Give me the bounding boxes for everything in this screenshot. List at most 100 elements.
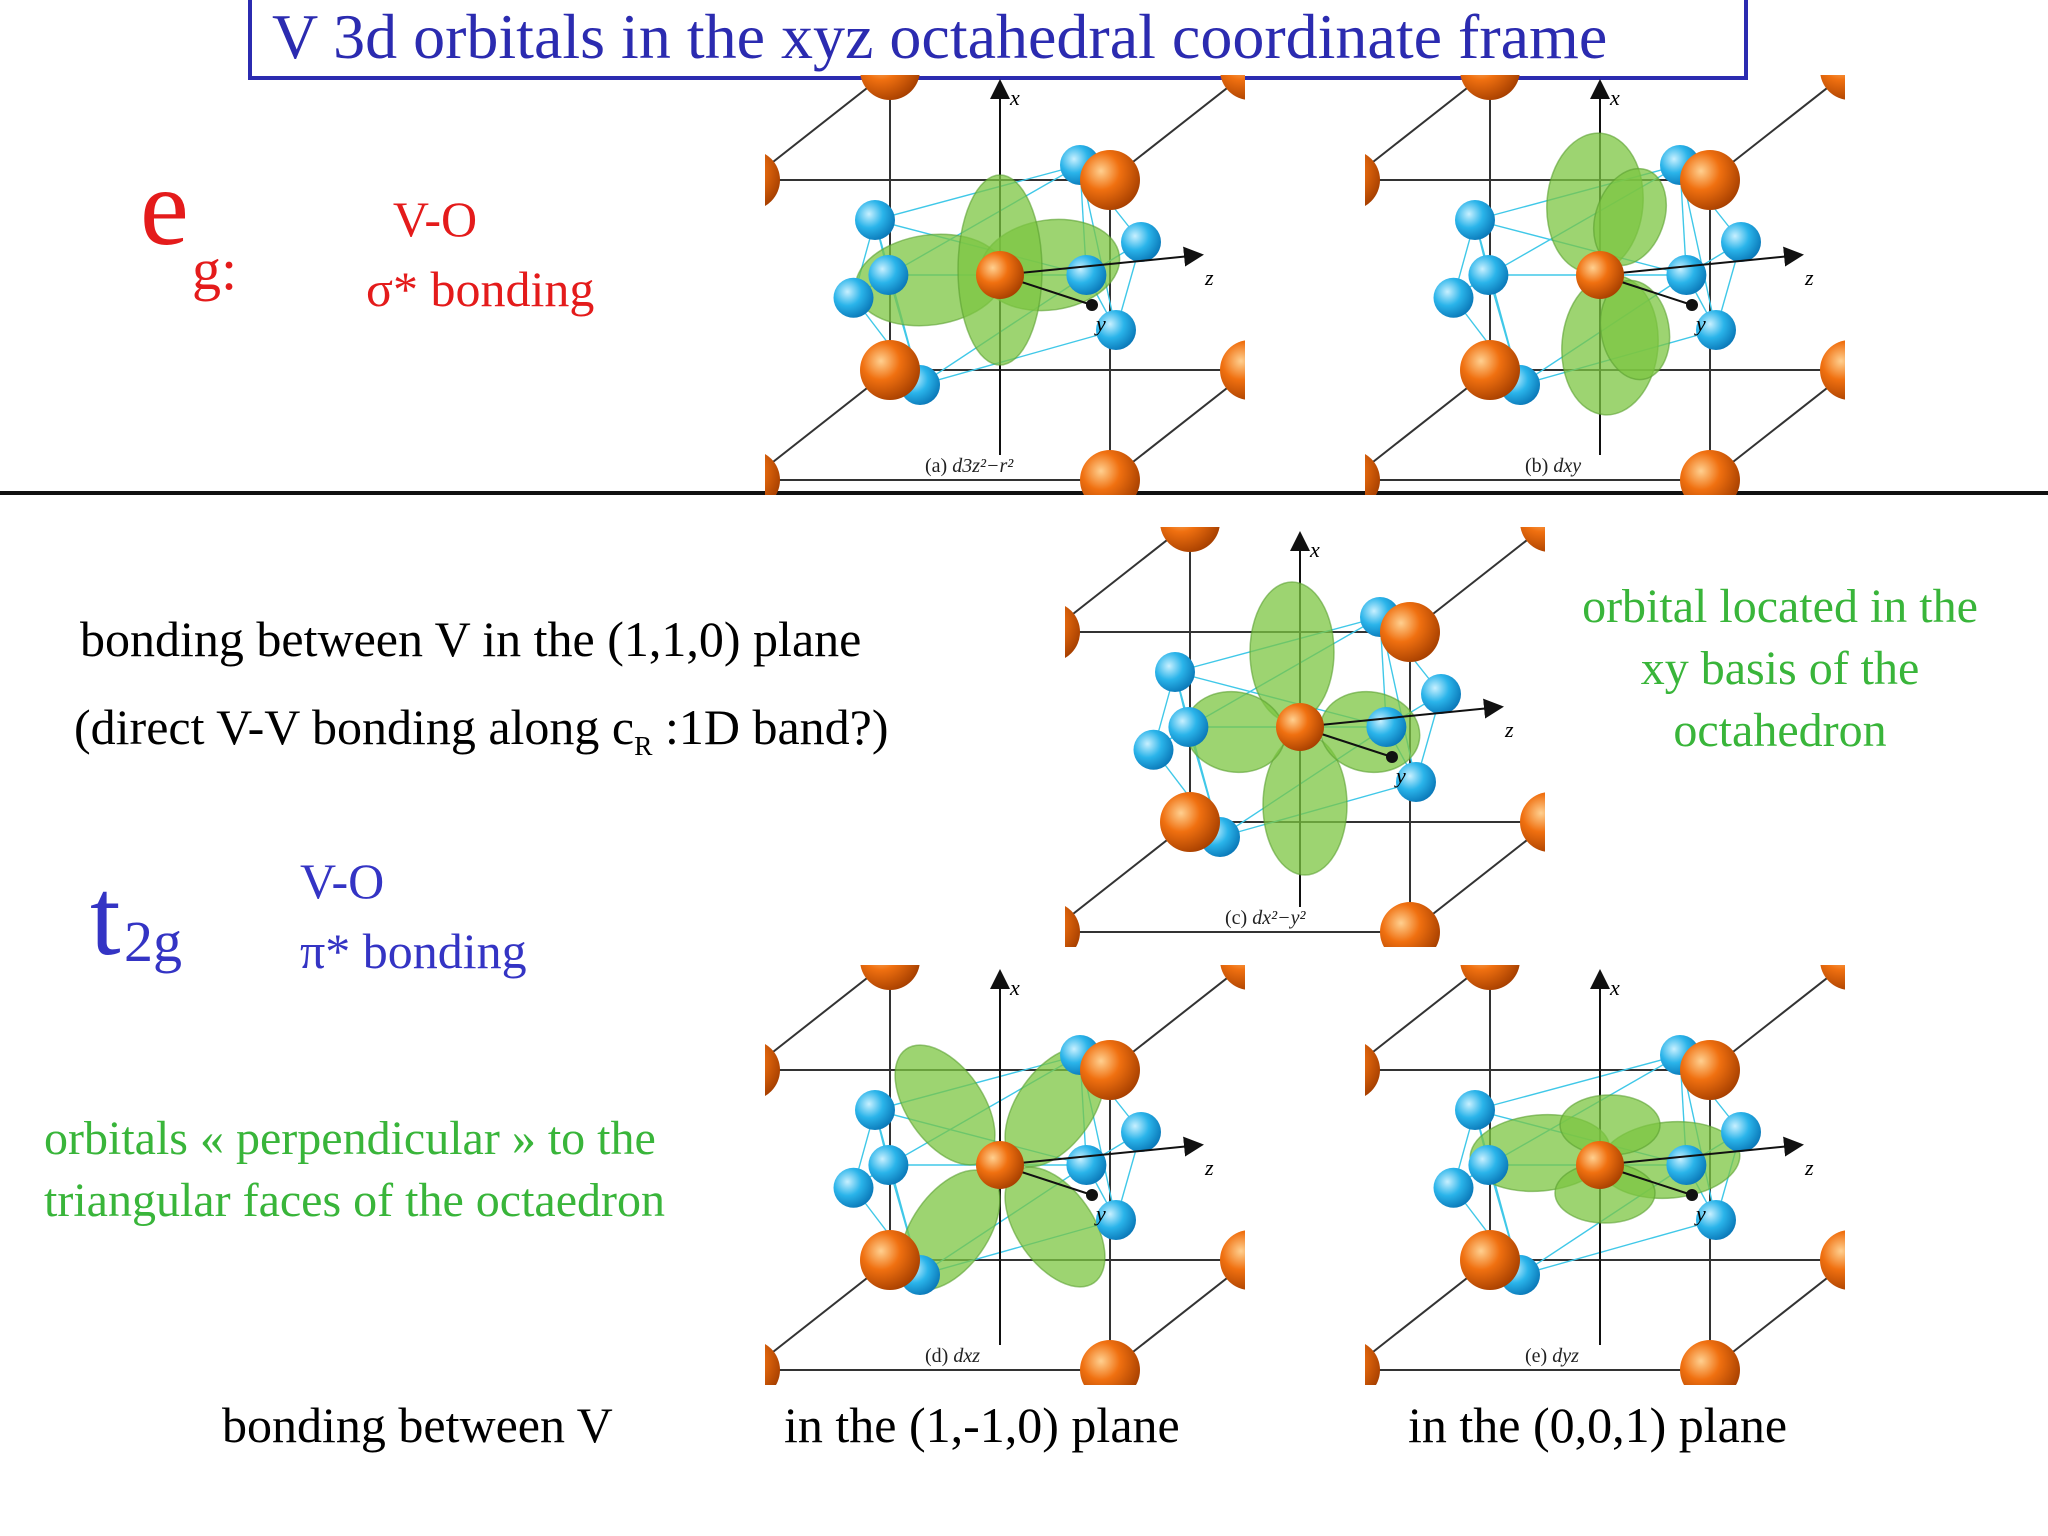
oxygen-atom bbox=[1421, 674, 1461, 714]
oxygen-atom bbox=[1066, 255, 1107, 295]
vanadium-atom bbox=[1680, 150, 1740, 210]
green-note-xy-line1: orbital located in the bbox=[1582, 580, 1978, 633]
caption-label: (e) bbox=[1525, 1345, 1553, 1367]
oxygen-atom bbox=[1721, 1112, 1761, 1152]
oxygen-atom bbox=[1455, 200, 1495, 240]
vanadium-atom bbox=[1680, 450, 1740, 495]
central-vanadium-atom bbox=[976, 1141, 1024, 1189]
oxygen-atom bbox=[1468, 1145, 1509, 1185]
y-axis-end bbox=[1686, 1189, 1698, 1201]
t2g-bond-line2: π* bonding bbox=[300, 923, 527, 979]
green-note-perpendicular: orbitals « perpendicular » to the triang… bbox=[44, 1108, 665, 1232]
z-axis bbox=[1599, 246, 1804, 276]
x-axis-label: x bbox=[1309, 537, 1320, 562]
orbital-diagram: x z y bbox=[765, 75, 1245, 495]
t2g-subscript: 2g bbox=[124, 909, 182, 974]
vanadium-atom bbox=[1460, 965, 1520, 990]
oxygen-atom bbox=[1666, 1145, 1707, 1185]
vanadium-atom bbox=[1680, 1340, 1740, 1385]
vanadium-atom bbox=[1820, 1230, 1845, 1290]
oxygen-atom bbox=[1096, 1200, 1136, 1240]
oxygen-atom bbox=[833, 1167, 874, 1208]
vanadium-atom bbox=[1080, 150, 1140, 210]
y-axis-label: y bbox=[1394, 763, 1406, 788]
t2g-symbol: t bbox=[90, 856, 121, 978]
z-axis-label: z bbox=[1504, 717, 1514, 742]
y-axis-label: y bbox=[1094, 1201, 1106, 1226]
vanadium-atom bbox=[1365, 154, 1380, 206]
bonding-110-line2-pre: (direct V-V bonding along c bbox=[74, 699, 635, 755]
octahedron-edge bbox=[1519, 1219, 1717, 1276]
panel-caption: (b) dxy bbox=[1525, 455, 1581, 478]
z-axis-label: z bbox=[1804, 265, 1814, 290]
oxygen-atom bbox=[1155, 652, 1195, 692]
vanadium-atom bbox=[1160, 527, 1220, 552]
z-axis-label: z bbox=[1204, 265, 1214, 290]
orbital-diagram: xzy bbox=[765, 965, 1245, 1385]
oxygen-atom bbox=[1433, 1167, 1474, 1208]
vanadium-atom bbox=[1520, 792, 1545, 852]
y-axis-label: y bbox=[1094, 311, 1106, 336]
vanadium-atom bbox=[860, 965, 920, 990]
vanadium-atom bbox=[765, 1344, 780, 1385]
vanadium-atom bbox=[765, 154, 780, 206]
z-axis bbox=[1599, 1136, 1804, 1166]
section-divider bbox=[0, 491, 2048, 495]
vanadium-atom bbox=[1065, 606, 1080, 658]
bottom-plane-1-10: in the (1,-1,0) plane bbox=[784, 1397, 1180, 1453]
vanadium-atom bbox=[1520, 527, 1545, 552]
oxygen-atom bbox=[855, 200, 895, 240]
lobe bbox=[1599, 279, 1671, 381]
x-axis-label: x bbox=[1609, 85, 1620, 110]
vanadium-atom bbox=[1080, 450, 1140, 495]
central-vanadium-atom bbox=[976, 251, 1024, 299]
green-note-perp-line2: triangular faces of the octaedron bbox=[44, 1174, 666, 1227]
page-title: V 3d orbitals in the xyz octahedral coor… bbox=[248, 0, 1748, 80]
vanadium-atom bbox=[1820, 965, 1845, 990]
z-axis bbox=[999, 246, 1204, 276]
eg-subscript: g: bbox=[192, 237, 238, 302]
eg-symbol: e bbox=[140, 146, 189, 268]
green-note-perp-line1: orbitals « perpendicular » to the bbox=[44, 1112, 656, 1165]
green-note-xy-line3: octahedron bbox=[1673, 704, 1887, 757]
vanadium-atom bbox=[1080, 1340, 1140, 1385]
caption-label: (a) bbox=[925, 455, 953, 477]
vanadium-atom bbox=[1365, 1044, 1380, 1096]
caption-label: (c) bbox=[1225, 907, 1253, 929]
y-axis-end bbox=[1386, 751, 1398, 763]
x-axis-label: x bbox=[1009, 975, 1020, 1000]
oxygen-atom bbox=[1168, 707, 1209, 747]
vanadium-atom bbox=[1365, 454, 1380, 495]
vanadium-atom bbox=[1160, 792, 1220, 852]
vanadium-atom bbox=[765, 1044, 780, 1096]
panel-caption: (c) dx²−y² bbox=[1225, 907, 1305, 930]
oxygen-atom bbox=[1121, 1112, 1161, 1152]
green-note-xy: orbital located in the xy basis of the o… bbox=[1540, 576, 2020, 762]
oxygen-atom bbox=[1468, 255, 1509, 295]
vanadium-atom bbox=[1080, 1040, 1140, 1100]
y-axis-label: y bbox=[1694, 311, 1706, 336]
orbital-panel-b: x z y (b) dxy bbox=[1365, 75, 1845, 495]
green-note-xy-line2: xy basis of the bbox=[1640, 642, 1920, 695]
vanadium-atom bbox=[1220, 75, 1245, 100]
vanadium-atom bbox=[765, 454, 780, 495]
t2g-bond-line1: V-O bbox=[300, 853, 385, 909]
panel-caption: (a) d3z²−r² bbox=[925, 455, 1013, 478]
orbital-panel-c: x z y (c) dx²−y² bbox=[1065, 527, 1545, 947]
vanadium-atom bbox=[1220, 1230, 1245, 1290]
oxygen-atom bbox=[1433, 277, 1474, 318]
oxygen-atom bbox=[1121, 222, 1161, 262]
vanadium-atom bbox=[1460, 340, 1520, 400]
central-vanadium-atom bbox=[1576, 251, 1624, 299]
vanadium-atom bbox=[1220, 965, 1245, 990]
vanadium-atom bbox=[1680, 1040, 1740, 1100]
central-vanadium-atom bbox=[1276, 703, 1324, 751]
vanadium-atom bbox=[1460, 75, 1520, 100]
vanadium-atom bbox=[1065, 906, 1080, 947]
x-axis-label: x bbox=[1009, 85, 1020, 110]
z-axis bbox=[999, 1136, 1204, 1166]
y-axis-end bbox=[1686, 299, 1698, 311]
orbital-panel-a: x z y (a) d3z²−r² bbox=[765, 75, 1245, 495]
